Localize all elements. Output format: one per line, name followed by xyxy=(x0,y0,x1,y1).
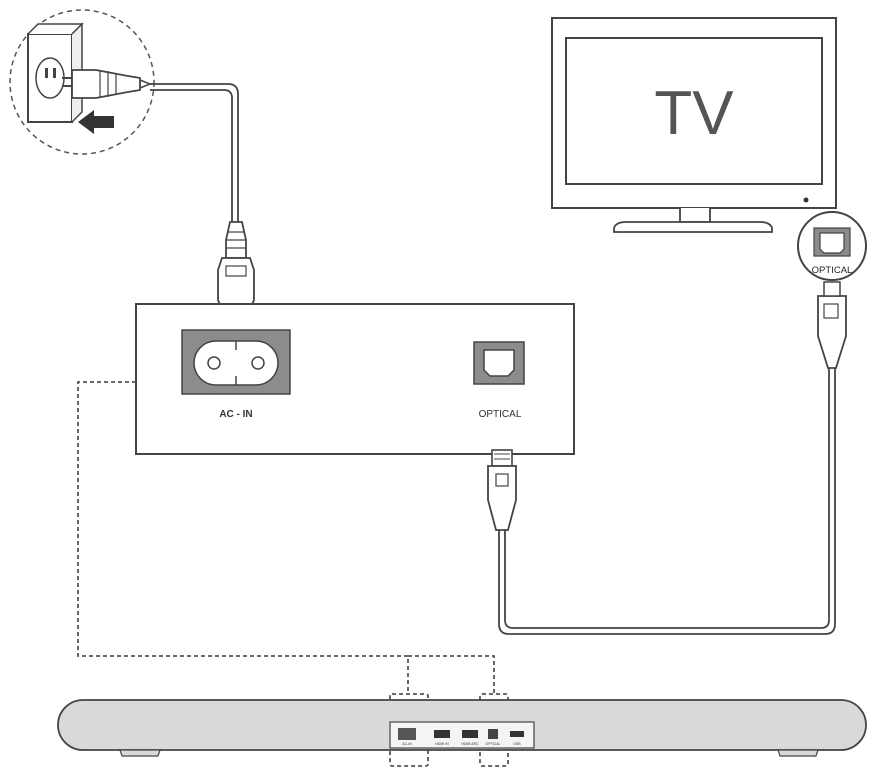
optical-label: OPTICAL xyxy=(479,409,522,420)
rear-panel: AC - IN OPTICAL xyxy=(135,303,575,455)
soundbar-port-label-optical: OPTICAL xyxy=(486,742,501,746)
power-plug xyxy=(62,69,153,99)
ac-in-label: AC - IN xyxy=(219,409,252,420)
soundbar-usb-port xyxy=(510,731,524,737)
tv-stand xyxy=(613,221,773,233)
tv-optical-label: OPTICAL xyxy=(812,265,853,276)
ac-in-port xyxy=(181,329,291,395)
tv-neck xyxy=(679,208,711,223)
optical-connector-panel xyxy=(487,449,517,531)
tv-optical-port-callout: OPTICAL xyxy=(797,211,867,281)
soundbar-port-label-hdmi-arc: HDMI ARC xyxy=(461,742,479,746)
tv: TV xyxy=(551,17,837,233)
soundbar: AC-IN HDMI IN HDMI ARC OPTICAL USB xyxy=(57,699,867,757)
optical-connector-tv xyxy=(817,281,847,369)
soundbar-optical-port xyxy=(488,729,498,739)
wall-outlet-inset xyxy=(9,9,155,155)
tv-screen xyxy=(565,37,823,185)
optical-port xyxy=(473,341,525,385)
tv-label: TV xyxy=(654,79,734,148)
soundbar-port-label-hdmi-in: HDMI IN xyxy=(435,742,449,746)
power-cable xyxy=(150,83,239,222)
soundbar-port-label-usb: USB xyxy=(513,742,521,746)
soundbar-ac-port xyxy=(398,728,416,740)
soundbar-hdmi-arc-port xyxy=(462,730,478,738)
insert-arrow-icon xyxy=(78,110,114,134)
soundbar-port-label-ac: AC-IN xyxy=(402,742,412,746)
optical-cable xyxy=(498,368,836,635)
soundbar-hdmi-in-port xyxy=(434,730,450,738)
socket-face xyxy=(35,57,65,99)
